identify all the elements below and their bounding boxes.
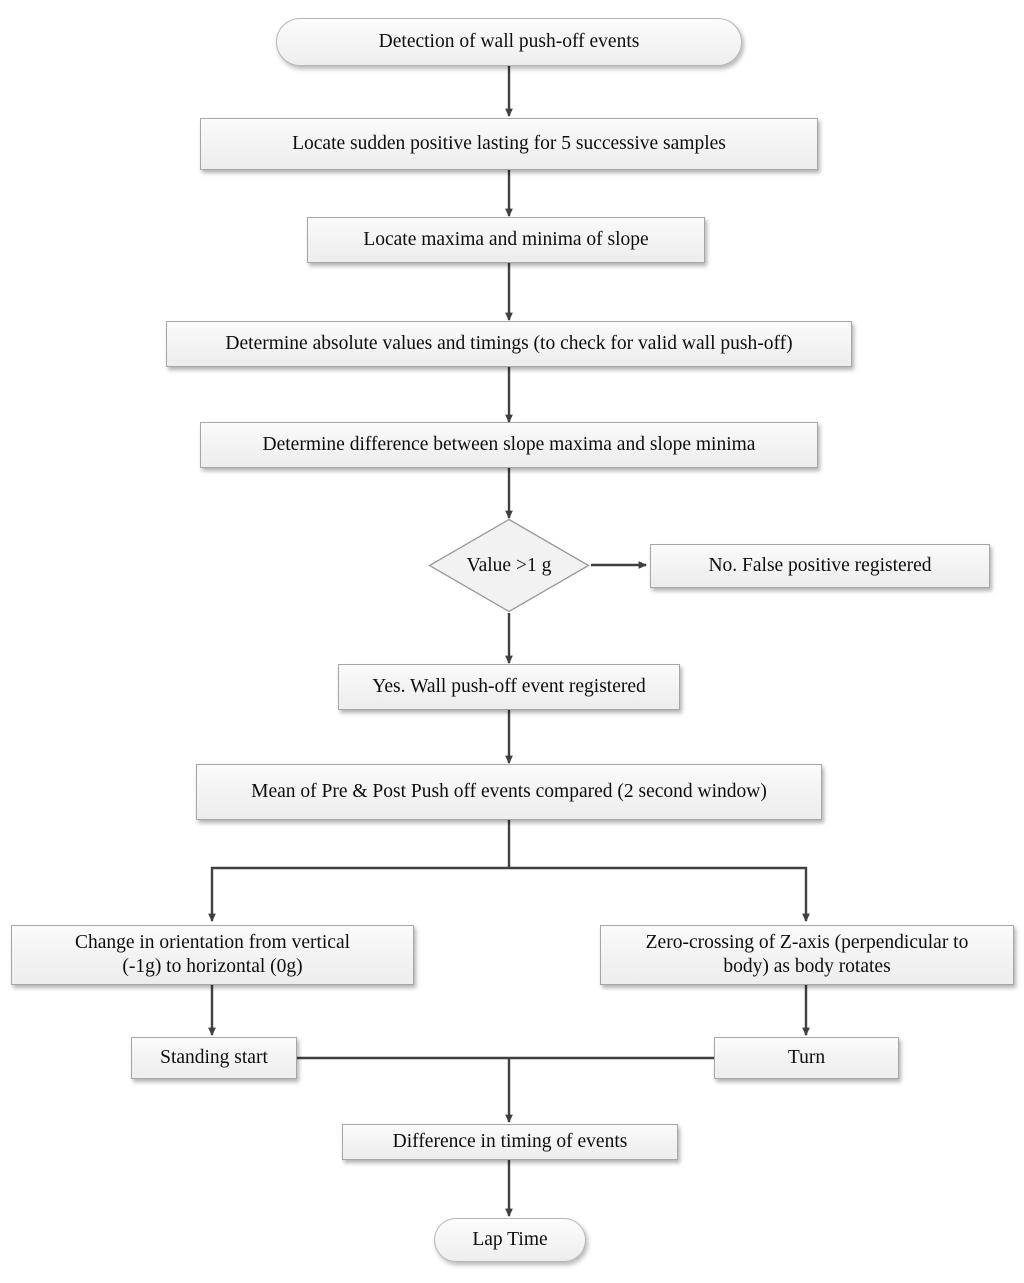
- node-false-positive-label: No. False positive registered: [708, 555, 932, 577]
- node-decision-value[interactable]: Value >1 g: [428, 518, 590, 613]
- node-lap-time[interactable]: Lap Time: [434, 1218, 586, 1262]
- node-turn-label: Turn: [787, 1047, 826, 1069]
- node-locate-maxima-minima[interactable]: Locate maxima and minima of slope: [307, 217, 705, 263]
- node-zero-crossing[interactable]: Zero-crossing of Z-axis (perpendicular t…: [600, 925, 1014, 985]
- node-standing-start[interactable]: Standing start: [131, 1037, 297, 1079]
- node-mean-compare[interactable]: Mean of Pre & Post Push off events compa…: [196, 764, 822, 820]
- node-determine-difference[interactable]: Determine difference between slope maxim…: [200, 422, 818, 468]
- node-event-registered-label: Yes. Wall push-off event registered: [372, 676, 646, 698]
- node-difference-timing-label: Difference in timing of events: [392, 1131, 628, 1153]
- diamond-shape-icon: [428, 518, 590, 613]
- node-event-registered[interactable]: Yes. Wall push-off event registered: [338, 664, 680, 710]
- node-locate-sudden-positive-label: Locate sudden positive lasting for 5 suc…: [292, 133, 726, 155]
- node-orientation-change[interactable]: Change in orientation from vertical (-1g…: [11, 925, 414, 985]
- node-locate-sudden-positive[interactable]: Locate sudden positive lasting for 5 suc…: [200, 118, 818, 170]
- node-standing-start-label: Standing start: [160, 1047, 268, 1069]
- node-mean-compare-label: Mean of Pre & Post Push off events compa…: [251, 781, 767, 803]
- node-start-label: Detection of wall push-off events: [378, 31, 640, 53]
- node-difference-timing[interactable]: Difference in timing of events: [342, 1124, 678, 1160]
- node-decision-value-label: Value >1 g: [466, 554, 552, 576]
- node-determine-difference-label: Determine difference between slope maxim…: [262, 434, 756, 456]
- node-lap-time-label: Lap Time: [472, 1229, 548, 1251]
- node-start[interactable]: Detection of wall push-off events: [276, 18, 742, 66]
- node-locate-maxima-minima-label: Locate maxima and minima of slope: [363, 229, 649, 251]
- node-false-positive[interactable]: No. False positive registered: [650, 544, 990, 588]
- node-determine-absolute-label: Determine absolute values and timings (t…: [225, 333, 793, 355]
- node-turn[interactable]: Turn: [714, 1037, 899, 1079]
- node-determine-absolute[interactable]: Determine absolute values and timings (t…: [166, 321, 852, 367]
- node-zero-crossing-label: Zero-crossing of Z-axis (perpendicular t…: [645, 932, 969, 977]
- node-orientation-change-label: Change in orientation from vertical (-1g…: [74, 932, 351, 977]
